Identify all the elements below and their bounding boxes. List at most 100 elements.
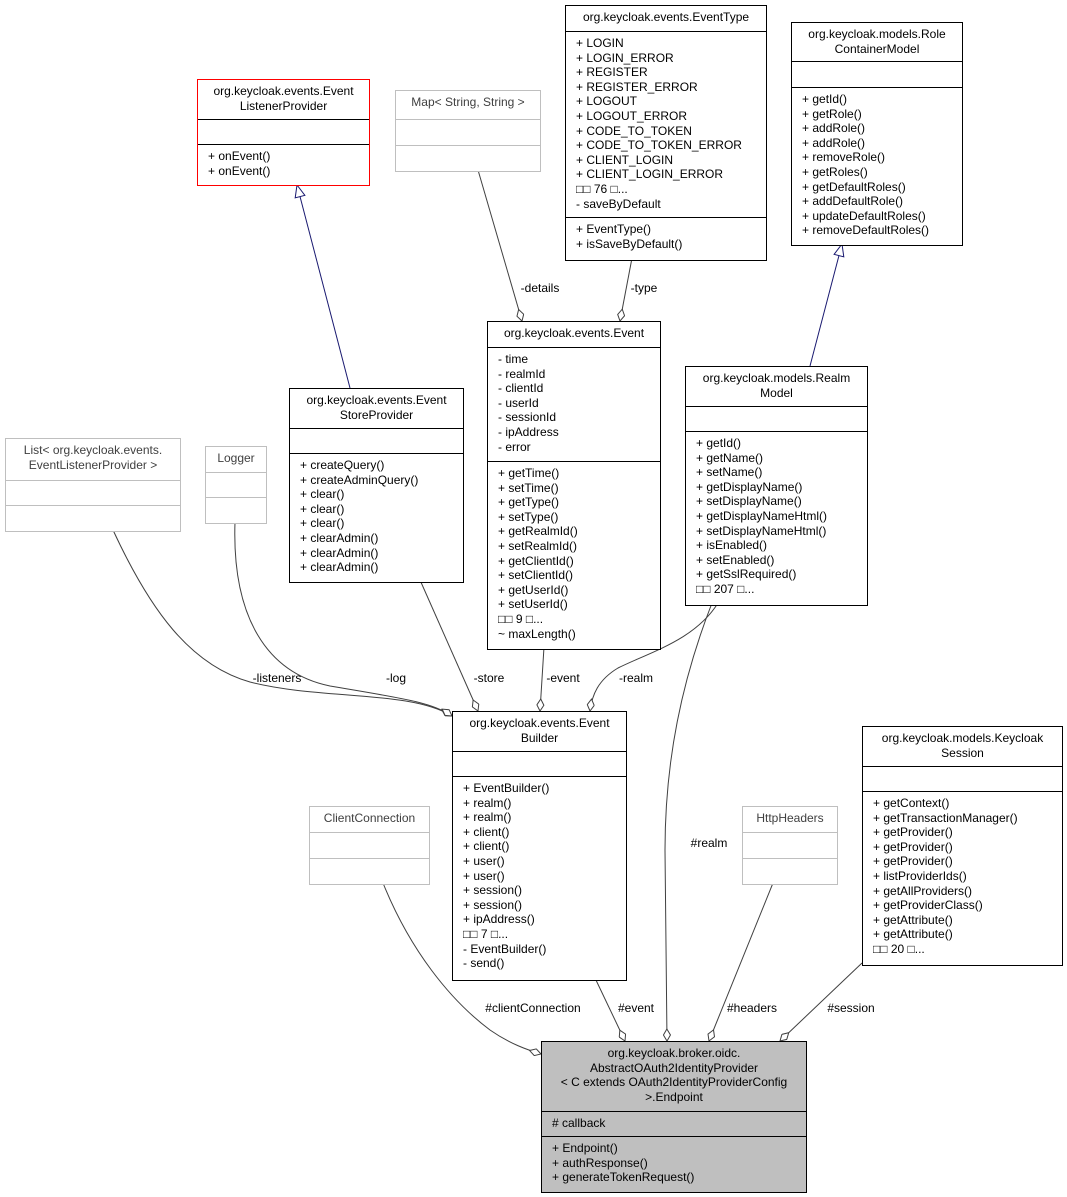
class-attributes-section xyxy=(290,428,463,453)
method: + getDisplayName() xyxy=(696,479,803,494)
association-edge-realm-endpoint xyxy=(665,602,713,1041)
edge-label-event-endpoint: #event xyxy=(617,1001,655,1015)
method: + getRoles() xyxy=(802,164,868,179)
method: □□ 9 □... xyxy=(498,611,544,626)
method: + getAttribute() xyxy=(873,927,953,942)
method: + clearAdmin() xyxy=(300,530,379,545)
method: - EventBuilder() xyxy=(463,941,547,956)
class-name-line: org.keycloak.broker.oidc. xyxy=(607,1046,741,1060)
class-title-section: List< org.keycloak.events.EventListenerP… xyxy=(6,439,180,480)
attribute: + LOGOUT xyxy=(576,94,638,109)
class-attributes-section xyxy=(792,61,962,87)
method: + getProvider() xyxy=(873,825,953,840)
class-name-line: org.keycloak.events.Event xyxy=(503,326,645,340)
class-box-event-type[interactable]: org.keycloak.events.EventType + LOGIN + LO… xyxy=(565,5,767,261)
edge-label-headers: #headers xyxy=(726,1001,778,1015)
class-methods-section: + getId()+ getRole()+ addRole()+ addRole… xyxy=(792,87,962,245)
class-name-line: HttpHeaders xyxy=(756,811,824,825)
class-name-line: EventListenerProvider > xyxy=(28,457,158,472)
class-name-line: org.keycloak.events.EventType xyxy=(582,10,750,24)
method: + clear() xyxy=(300,516,345,531)
association-edge-event-endpoint xyxy=(594,977,625,1041)
class-attributes-section xyxy=(453,751,626,776)
class-name-line: >.Endpoint xyxy=(645,1089,703,1104)
attribute: # callback xyxy=(552,1116,606,1130)
method: + getId() xyxy=(802,92,848,106)
method: + clearAdmin() xyxy=(300,545,379,560)
attribute: + CLIENT_LOGIN_ERROR xyxy=(576,167,724,182)
method: + setName() xyxy=(696,465,763,480)
method: + getRealmId() xyxy=(498,524,578,539)
method: + session() xyxy=(463,897,523,912)
method: + getContext() xyxy=(873,796,950,810)
class-title-section: org.keycloak.events.Event xyxy=(488,322,660,347)
method: + realm() xyxy=(463,810,512,825)
class-box-list-event-listener-provider[interactable]: List< org.keycloak.events.EventListenerP… xyxy=(5,438,181,532)
method: + setClientId() xyxy=(498,568,574,583)
attribute: □□ 76 □... xyxy=(576,181,628,196)
method: + clearAdmin() xyxy=(300,560,379,575)
attribute: - saveByDefault xyxy=(576,196,661,211)
method: + onEvent() xyxy=(208,149,271,163)
class-attributes-section xyxy=(686,406,867,431)
class-name-line: org.keycloak.models.Keycloak xyxy=(881,731,1044,745)
class-attributes-section xyxy=(863,766,1062,791)
method: + getProvider() xyxy=(873,854,953,869)
class-methods-section: + getTime()+ setTime()+ getType()+ setTy… xyxy=(488,461,660,649)
method: + EventType() xyxy=(576,222,652,236)
method: + clear() xyxy=(300,501,345,516)
method: + getType() xyxy=(498,495,560,510)
class-methods-section: + EventBuilder()+ realm()+ realm()+ clie… xyxy=(453,776,626,980)
attribute: + REGISTER xyxy=(576,65,648,80)
association-edge-event xyxy=(540,646,545,711)
class-name-line: ContainerModel xyxy=(834,41,920,56)
method: + setDisplayName() xyxy=(696,494,802,509)
method: + getDisplayNameHtml() xyxy=(696,508,828,523)
attribute: + LOGIN xyxy=(576,36,624,50)
class-methods-section: + getId()+ getName()+ setName()+ getDisp… xyxy=(686,431,867,605)
method: + setEnabled() xyxy=(696,552,775,567)
edge-label-store: -store xyxy=(473,671,505,685)
class-box-logger[interactable]: Logger xyxy=(205,446,267,524)
class-methods-section: + getContext()+ getTransactionManager()+… xyxy=(863,791,1062,965)
class-name-line: < C extends OAuth2IdentityProviderConfig xyxy=(560,1075,788,1090)
method: + getTransactionManager() xyxy=(873,810,1018,825)
method: + getSslRequired() xyxy=(696,567,797,582)
class-box-endpoint[interactable]: org.keycloak.broker.oidc.AbstractOAuth2I… xyxy=(541,1041,807,1193)
class-title-section: org.keycloak.broker.oidc.AbstractOAuth2I… xyxy=(542,1042,806,1111)
class-box-map-string-string[interactable]: Map< String, String > xyxy=(395,90,541,172)
method: + addRole() xyxy=(802,135,866,150)
class-name-line: org.keycloak.models.Realm xyxy=(702,371,851,385)
method: + isEnabled() xyxy=(696,538,768,553)
attribute: + CODE_TO_TOKEN xyxy=(576,123,692,138)
method: + updateDefaultRoles() xyxy=(802,208,926,223)
class-methods-section xyxy=(6,505,180,531)
inheritance-edge-realm-inherits-role-container xyxy=(809,244,842,367)
class-title-section: Map< String, String > xyxy=(396,91,540,119)
class-name-line: org.keycloak.events.Event xyxy=(469,716,610,730)
method: + setRealmId() xyxy=(498,538,578,553)
method: + Endpoint() xyxy=(552,1141,618,1155)
class-name-line: Builder xyxy=(520,730,559,745)
class-name-line: ClientConnection xyxy=(323,811,416,825)
class-title-section: ClientConnection xyxy=(310,807,429,832)
method: + client() xyxy=(463,839,510,854)
class-box-client-connection[interactable]: ClientConnection xyxy=(309,806,430,885)
association-edge-headers xyxy=(709,882,774,1041)
method: □□ 20 □... xyxy=(873,941,925,956)
class-box-event[interactable]: org.keycloak.events.Event- time- realmId… xyxy=(487,321,661,650)
edge-label-session: #session xyxy=(827,1001,875,1015)
method: + getUserId() xyxy=(498,582,569,597)
association-edge-log xyxy=(234,521,452,716)
method: + getAttribute() xyxy=(873,912,953,927)
class-box-http-headers[interactable]: HttpHeaders xyxy=(742,806,838,885)
